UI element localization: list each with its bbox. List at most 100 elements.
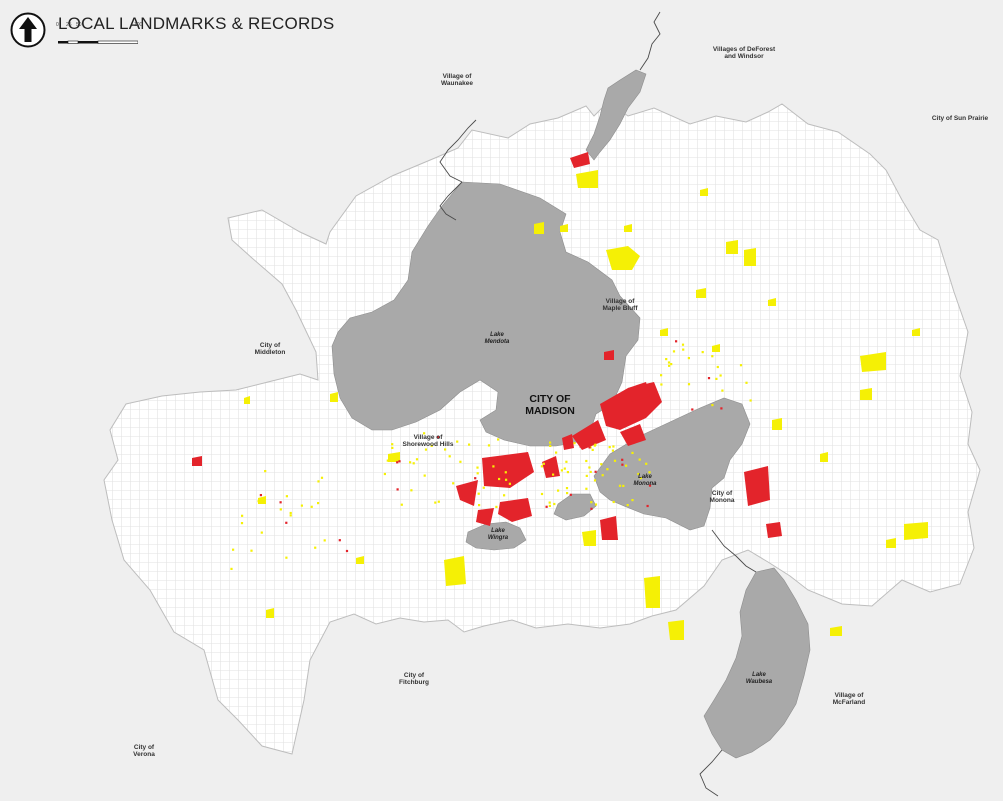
record-dot xyxy=(505,478,508,481)
record-dot xyxy=(745,381,748,384)
record-dot xyxy=(631,499,634,502)
record-dot xyxy=(588,466,591,469)
record-dot xyxy=(749,399,752,402)
record-dot xyxy=(264,470,267,473)
scale-label-0: 0 xyxy=(56,22,59,28)
record-dot xyxy=(474,477,477,480)
record-dot xyxy=(289,511,292,515)
city-label-line1: CITY OF xyxy=(529,393,571,405)
lakes-layer xyxy=(331,69,811,759)
record-parcel xyxy=(886,538,896,548)
record-dot xyxy=(711,355,714,358)
record-dot xyxy=(257,500,260,503)
record-dot xyxy=(548,501,551,504)
record-dot xyxy=(476,472,479,475)
record-dot xyxy=(687,357,690,360)
six-mile-creek xyxy=(439,181,463,221)
record-dot xyxy=(711,404,714,407)
record-dot xyxy=(566,471,569,474)
record-dot xyxy=(606,468,609,471)
record-dot xyxy=(310,505,313,508)
record-dot xyxy=(612,445,615,448)
pheasant-branch-creek xyxy=(439,119,477,183)
record-dot xyxy=(660,383,663,386)
record-dot xyxy=(495,505,498,508)
record-dot xyxy=(613,459,617,462)
record-dot xyxy=(670,363,673,366)
record-dot xyxy=(645,462,648,465)
record-dot xyxy=(590,501,593,504)
place-label-verona: City of Verona xyxy=(133,744,155,759)
record-parcel xyxy=(576,170,598,188)
scale-label-25: 25 xyxy=(66,22,72,28)
lake-label-waubesa: Lake Waubesa xyxy=(745,672,773,685)
record-dot xyxy=(552,473,555,476)
landmark-district xyxy=(498,498,532,522)
landmark-district xyxy=(476,508,494,526)
lake-mendota-shape xyxy=(331,181,641,447)
record-dot xyxy=(622,484,625,487)
north-arrow-icon xyxy=(10,12,46,48)
record-dot xyxy=(612,500,615,504)
record-dot xyxy=(477,492,480,495)
landmark-district xyxy=(604,350,614,360)
record-dot xyxy=(338,539,341,542)
record-dot xyxy=(241,514,244,517)
record-dot xyxy=(468,443,471,446)
record-dot xyxy=(608,446,611,449)
record-dot xyxy=(591,448,594,451)
record-dot xyxy=(386,459,389,462)
record-dot xyxy=(409,461,412,464)
record-dot xyxy=(250,549,253,552)
record-parcel xyxy=(624,224,632,232)
lake-monona-bay xyxy=(553,493,597,521)
record-dot xyxy=(569,493,572,496)
record-dot xyxy=(716,365,719,369)
record-dot xyxy=(285,495,288,498)
lake-waubesa-shape xyxy=(703,567,811,759)
record-dot xyxy=(549,444,552,447)
record-dot xyxy=(542,462,545,465)
record-dot xyxy=(478,504,481,507)
record-parcel xyxy=(244,396,250,404)
record-parcel xyxy=(772,418,782,430)
record-dot xyxy=(396,461,399,464)
place-label-sun-prairie: City of Sun Prairie xyxy=(931,115,989,122)
record-dot xyxy=(391,443,394,446)
record-parcel xyxy=(266,608,274,618)
record-parcel xyxy=(912,328,920,336)
record-parcel xyxy=(660,328,668,336)
record-dot xyxy=(437,500,440,503)
record-dot xyxy=(498,477,501,481)
record-dot xyxy=(549,441,552,444)
record-dot xyxy=(423,432,426,435)
place-label-monona: City of Monona xyxy=(709,490,735,505)
record-parcel xyxy=(744,248,756,266)
record-dot xyxy=(289,514,292,517)
record-dot xyxy=(317,480,320,483)
landmark-district xyxy=(628,382,650,402)
record-dot xyxy=(667,361,671,364)
record-dot xyxy=(665,358,668,361)
record-dot xyxy=(437,436,440,439)
record-dot xyxy=(317,502,320,505)
record-dot xyxy=(424,448,428,451)
lake-label-wingra: Lake Wingra xyxy=(487,528,509,541)
record-dot xyxy=(590,507,593,510)
record-dot xyxy=(637,472,640,476)
lake-mendota-north-arm xyxy=(585,69,647,161)
scale-label-50: 50 xyxy=(76,22,82,28)
record-dot xyxy=(589,470,592,473)
record-dot xyxy=(260,531,263,534)
record-parcel xyxy=(606,246,640,270)
record-dot xyxy=(593,479,597,482)
yahara-river-outlet xyxy=(699,749,723,797)
place-label-deforest: Villages of DeForest and Windsor xyxy=(712,46,776,61)
record-dot xyxy=(648,471,651,474)
record-dot xyxy=(300,504,303,507)
place-label-shorewood-hills: Village of Shorewood Hills xyxy=(402,434,454,449)
landmark-district xyxy=(562,434,574,450)
record-dot xyxy=(476,466,479,469)
record-dot xyxy=(565,487,569,490)
